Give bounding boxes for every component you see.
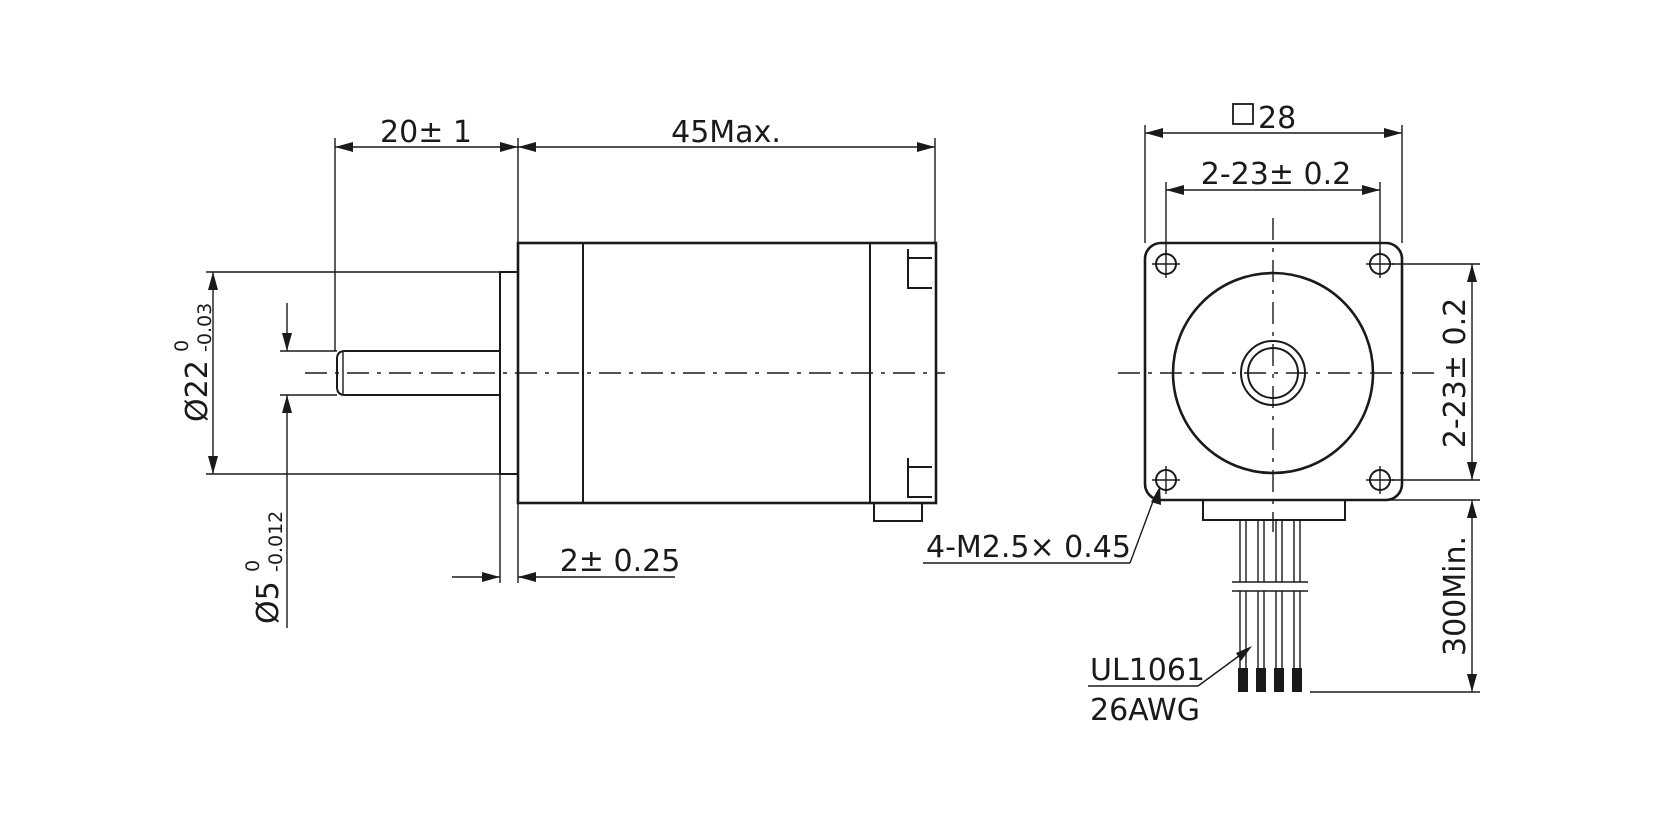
lead-exit-block-front bbox=[1202, 499, 1346, 521]
arrowhead bbox=[1384, 128, 1402, 138]
lead-wires bbox=[1232, 520, 1308, 692]
lead-length-label: 300Min. bbox=[1438, 536, 1473, 656]
thread-leader-line bbox=[1129, 495, 1156, 564]
mount-thread-label: 4-M2.5× 0.45 bbox=[926, 530, 1131, 565]
wire-type-line2: 26AWG bbox=[1090, 693, 1200, 728]
shaft-dia-upper-tol: 0 bbox=[242, 560, 264, 572]
shaft-dia-label: Ø5 0 -0.012 bbox=[242, 511, 287, 624]
arrowhead bbox=[282, 395, 292, 413]
arrowhead bbox=[1467, 500, 1477, 518]
front-view: 28 2-23± 0.2 2-23± 0.2 300Min. 4-M2.5× 0… bbox=[923, 101, 1480, 728]
shaft bbox=[336, 350, 500, 396]
square-size-label: 28 bbox=[1258, 101, 1296, 136]
side-view: 20± 1 45Max. Ø22 0 -0.03 Ø5 0 -0.012 bbox=[171, 115, 945, 628]
rear-clip-top bbox=[907, 249, 932, 289]
arrowhead bbox=[1467, 462, 1477, 480]
body-length-label: 45Max. bbox=[671, 115, 781, 150]
mount-hole-tr bbox=[1366, 250, 1394, 278]
mount-hole-tl bbox=[1152, 250, 1180, 278]
arrowhead bbox=[1362, 185, 1380, 195]
arrowhead bbox=[917, 142, 935, 152]
arrowhead bbox=[518, 142, 536, 152]
arrowhead bbox=[518, 572, 536, 582]
flange-dia-label: Ø22 0 -0.03 bbox=[171, 303, 216, 422]
flange-thickness-label: 2± 0.25 bbox=[560, 544, 681, 579]
flange-dia-upper-tol: 0 bbox=[171, 340, 193, 352]
wire-leader-line bbox=[1197, 652, 1244, 687]
arrowhead bbox=[1166, 185, 1184, 195]
arrowhead bbox=[1236, 646, 1252, 661]
arrowhead bbox=[482, 572, 500, 582]
motor-body bbox=[516, 241, 938, 505]
rear-clip-bottom bbox=[907, 458, 932, 498]
flange-dia-lower-tol: -0.03 bbox=[194, 303, 216, 352]
arrowhead bbox=[1467, 264, 1477, 282]
shaft-length-label: 20± 1 bbox=[380, 115, 472, 150]
flange-dia-main: Ø22 bbox=[180, 360, 215, 422]
arrowhead bbox=[1151, 486, 1161, 505]
hole-spacing-h-label: 2-23± 0.2 bbox=[1201, 157, 1351, 192]
lead-exit-block bbox=[873, 502, 923, 522]
arrowhead bbox=[335, 142, 353, 152]
shaft-dia-lower-tol: -0.012 bbox=[265, 511, 287, 572]
mount-hole-br bbox=[1366, 466, 1394, 494]
arrowhead bbox=[1145, 128, 1163, 138]
arrowhead bbox=[1467, 674, 1477, 692]
hole-spacing-v-label: 2-23± 0.2 bbox=[1438, 298, 1473, 448]
arrowhead bbox=[282, 333, 292, 351]
arrowhead bbox=[208, 272, 218, 290]
wire-type-line1: UL1061 bbox=[1090, 653, 1205, 688]
arrowhead bbox=[208, 456, 218, 474]
shaft-dia-main: Ø5 bbox=[251, 581, 286, 624]
square-symbol bbox=[1232, 103, 1254, 125]
arrowhead bbox=[500, 142, 518, 152]
mount-hole-bl bbox=[1152, 466, 1180, 494]
